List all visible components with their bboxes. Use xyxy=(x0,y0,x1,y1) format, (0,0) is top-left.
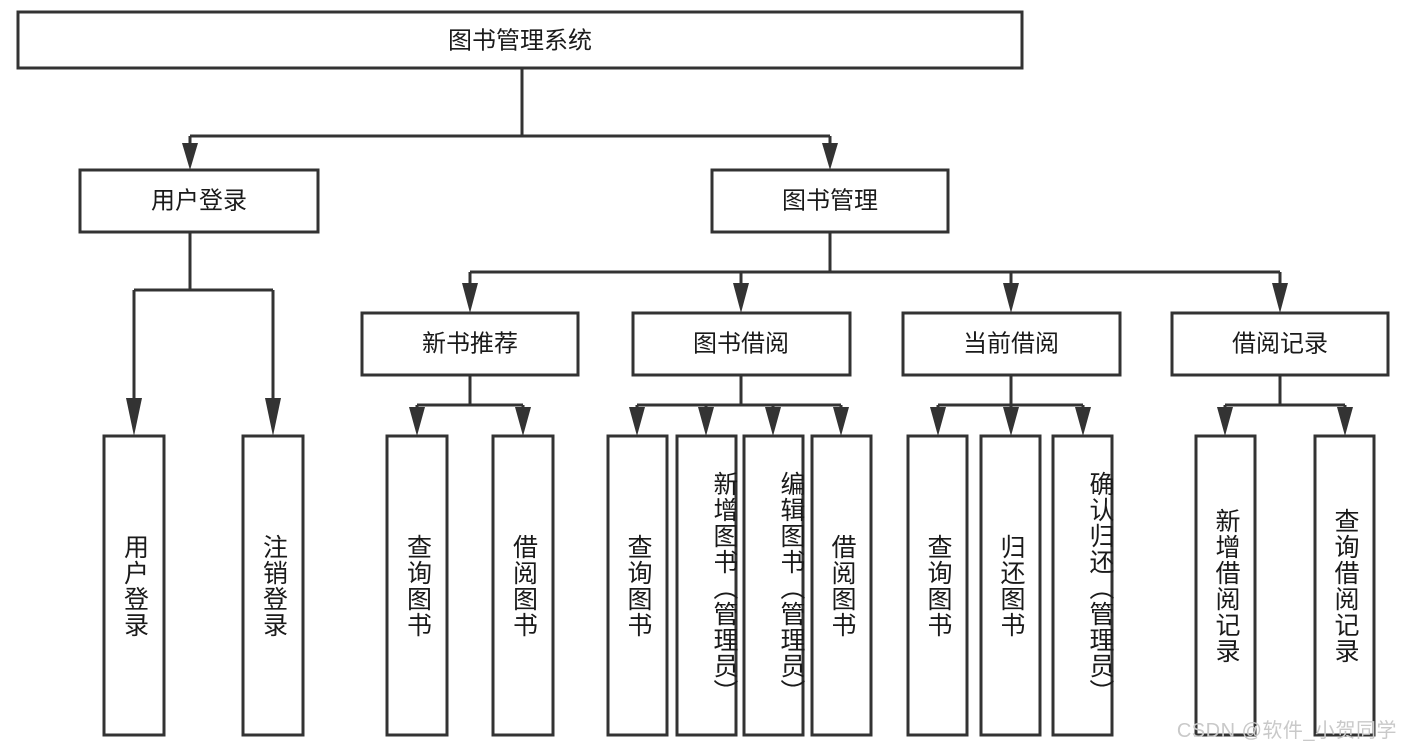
arrowhead-leaf-query-book-3 xyxy=(930,407,946,436)
label-borrow-record: 借阅记录 xyxy=(1232,330,1328,357)
arrowhead-leaf-query-book-1 xyxy=(409,407,425,436)
node-book-management[interactable] xyxy=(710,168,950,234)
node-leaf-user-login[interactable] xyxy=(102,434,166,737)
label-new-book-recommend: 新书推荐 xyxy=(422,330,518,357)
label-book-borrow: 图书借阅 xyxy=(693,330,789,357)
node-leaf-borrow-book-2[interactable] xyxy=(810,434,873,737)
arrowhead-current-borrow xyxy=(1003,283,1019,313)
node-new-book-recommend[interactable] xyxy=(360,311,580,377)
arrowhead-leaf-query-record xyxy=(1337,407,1353,436)
node-book-borrow[interactable] xyxy=(631,311,852,377)
node-leaf-logout-login[interactable] xyxy=(241,434,305,737)
arrowhead-leaf-add-record xyxy=(1217,407,1233,436)
node-leaf-confirm-return[interactable] xyxy=(1051,434,1114,737)
label-user-login: 用户登录 xyxy=(151,187,247,214)
watermark-text: CSDN @软件_小贺同学 xyxy=(1176,720,1397,742)
node-leaf-query-book-2[interactable] xyxy=(606,434,669,737)
arrowhead-leaf-borrow-book-1 xyxy=(515,407,531,436)
node-root[interactable] xyxy=(16,10,1024,70)
arrowhead-new-book-recommend xyxy=(462,283,478,313)
node-leaf-return-book[interactable] xyxy=(979,434,1042,737)
arrowhead-leaf-add-book xyxy=(698,407,714,436)
label-current-borrow: 当前借阅 xyxy=(963,330,1059,357)
connectors xyxy=(126,68,1353,436)
arrowhead-leaf-user-login xyxy=(126,398,142,436)
arrowhead-leaf-edit-book xyxy=(765,407,781,436)
arrowhead-leaf-return-book xyxy=(1003,407,1019,436)
node-current-borrow[interactable] xyxy=(901,311,1122,377)
arrowhead-borrow-record xyxy=(1272,283,1288,313)
arrowhead-user-login xyxy=(182,143,198,170)
node-leaf-edit-book[interactable] xyxy=(742,434,805,737)
arrowhead-book-borrow xyxy=(733,283,749,313)
node-leaf-query-book-3[interactable] xyxy=(906,434,969,737)
node-leaf-query-record[interactable] xyxy=(1313,434,1376,737)
node-leaf-add-record[interactable] xyxy=(1194,434,1257,737)
label-root: 图书管理系统 xyxy=(448,27,592,54)
node-user-login[interactable] xyxy=(78,168,320,234)
arrowhead-book-management xyxy=(822,143,838,170)
node-leaf-borrow-book-1[interactable] xyxy=(491,434,555,737)
arrowhead-leaf-logout-login xyxy=(265,398,281,436)
arrowhead-leaf-confirm-return xyxy=(1075,407,1091,436)
label-book-management: 图书管理 xyxy=(782,187,878,214)
node-borrow-record[interactable] xyxy=(1170,311,1390,377)
node-boxes xyxy=(16,10,1390,737)
node-leaf-add-book[interactable] xyxy=(675,434,738,737)
node-leaf-query-book-1[interactable] xyxy=(385,434,449,737)
horizontal-labels: 图书管理系统 用户登录 图书管理 新书推荐 图书借阅 当前借阅 借阅记录 xyxy=(151,27,1328,357)
arrowhead-leaf-query-book-2 xyxy=(629,407,645,436)
arrowhead-leaf-borrow-book-2 xyxy=(833,407,849,436)
